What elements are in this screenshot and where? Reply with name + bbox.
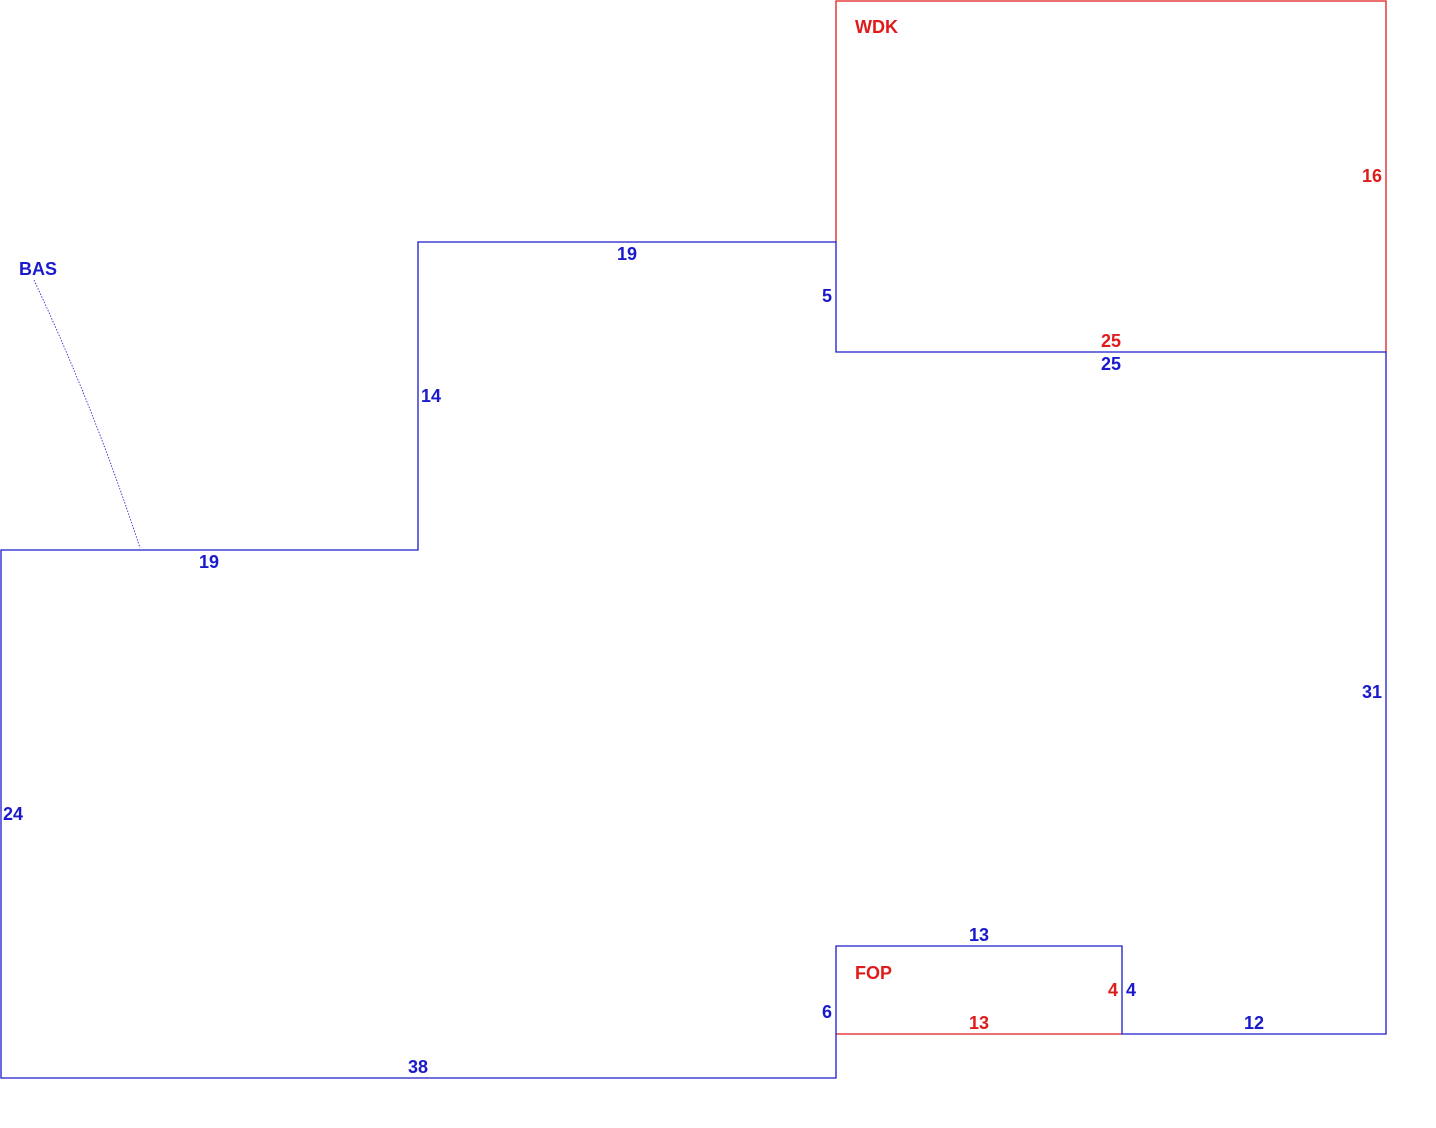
dim-bas-right: 31 (1362, 682, 1382, 702)
dim-fop-right: 4 (1108, 980, 1118, 1000)
bas-outline (0, 241, 1387, 1079)
bas-leader-line (33, 279, 141, 549)
dim-bas-step-vertical: 5 (822, 286, 832, 306)
wdk-outline (835, 0, 1387, 352)
wdk-area-label: WDK (855, 17, 898, 37)
dim-bas-top-upper: 19 (617, 244, 637, 264)
bas-area-label: BAS (19, 259, 57, 279)
dim-fop-bottom: 13 (969, 1013, 989, 1033)
dim-bas-bottom-right: 12 (1244, 1013, 1264, 1033)
dim-bas-notch-right: 4 (1126, 980, 1136, 1000)
dim-bas-left-upper-vertical: 14 (421, 386, 441, 406)
fop-area-label: FOP (855, 963, 892, 983)
dim-wdk-bottom: 25 (1101, 331, 1121, 351)
dim-bas-top-lower: 19 (199, 552, 219, 572)
dim-bas-bottom: 38 (408, 1057, 428, 1077)
dim-bas-top-right: 25 (1101, 354, 1121, 374)
dim-bas-notch-top: 13 (969, 925, 989, 945)
dim-bas-notch-vertical: 6 (822, 1002, 832, 1022)
dim-wdk-right: 16 (1362, 166, 1382, 186)
dim-bas-left: 24 (3, 804, 23, 824)
